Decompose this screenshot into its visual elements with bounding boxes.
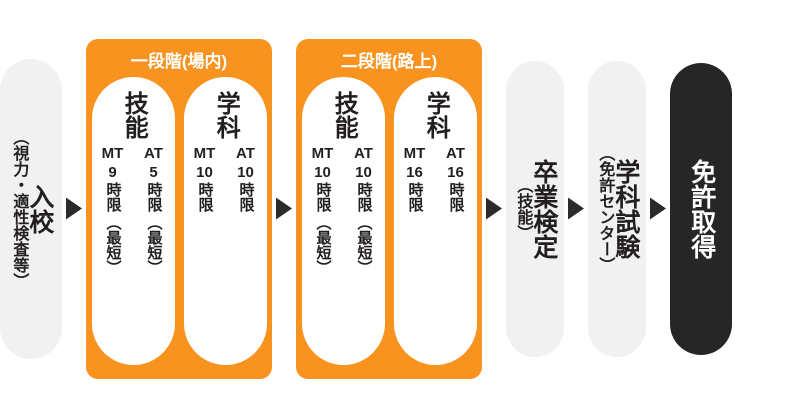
node-stage-1: 一段階(場内) 技能 MT 9 時限 （最短） AT 5 時限 （最短） — [86, 38, 272, 379]
transmission-label: MT — [403, 144, 426, 162]
hours-value: 10 — [237, 164, 254, 182]
stage-2-academic-at: AT 16 時限 — [435, 145, 476, 216]
graduation-exam-sub-label: （技能） — [514, 176, 532, 241]
hours-value: 16 — [406, 164, 423, 182]
arrow-written-exam-to-license — [650, 197, 666, 220]
stage-1-academic-columns: MT 10 時限 AT 10 時限 — [184, 145, 267, 216]
written-exam-main-label: 学科試験 — [611, 158, 640, 259]
hours-note: （最短） — [145, 215, 163, 276]
transmission-label: MT — [193, 144, 216, 162]
license-main-label: 免許取得 — [687, 158, 716, 259]
stage-1-skill-mt: MT 9 時限 （最短） — [92, 145, 133, 276]
transmission-label: AT — [236, 144, 255, 162]
stage-1-body: 技能 MT 9 時限 （最短） AT 5 時限 （最短） — [91, 76, 267, 365]
transmission-label: AT — [144, 144, 163, 162]
stage-2-academic-columns: MT 16 時限 AT 16 時限 — [394, 145, 477, 216]
entry-main-label: 入校 — [25, 183, 54, 234]
written-exam-text-stack: 学科試験 （免許センター） — [596, 61, 640, 357]
stage-2-skill-at: AT 10 時限 （最短） — [343, 145, 384, 276]
hours-value: 10 — [355, 164, 372, 182]
hours-unit: 時限 — [237, 182, 255, 213]
hours-unit: 時限 — [104, 182, 122, 213]
arrow-entry-to-stage1 — [66, 197, 82, 220]
stage-2-title: 二段階(路上) — [340, 51, 438, 71]
hours-value: 5 — [149, 164, 158, 182]
stage-1-academic-title: 学科 — [212, 90, 240, 139]
transmission-label: AT — [354, 144, 373, 162]
hours-note: （最短） — [355, 215, 373, 276]
stage-1-academic-at: AT 10 時限 — [225, 145, 266, 216]
hours-unit: 時限 — [196, 182, 214, 213]
stage-2-academic-pill: 学科 MT 16 時限 AT 16 時限 — [393, 76, 477, 365]
node-entry: 入校 （視力・適性検査等） — [0, 58, 62, 359]
hours-unit: 時限 — [447, 182, 465, 213]
hours-unit: 時限 — [406, 182, 424, 213]
arrow-graduation-exam-to-written-exam — [568, 197, 584, 220]
stage-2-academic-title: 学科 — [422, 90, 450, 139]
hours-value: 10 — [196, 164, 213, 182]
stage-1-skill-at: AT 5 時限 （最短） — [133, 145, 174, 276]
arrow-stage2-to-graduation-exam — [486, 197, 502, 220]
graduation-exam-text-stack: 卒業検定 （技能） — [514, 61, 558, 357]
node-license-acquired: 免許取得 — [670, 62, 732, 355]
entry-text-stack: 入校 （視力・適性検査等） — [10, 59, 54, 359]
stage-1-skill-pill: 技能 MT 9 時限 （最短） AT 5 時限 （最短） — [91, 76, 175, 365]
stage-1-academic-pill: 学科 MT 10 時限 AT 10 時限 — [183, 76, 267, 365]
stage-2-body: 技能 MT 10 時限 （最短） AT 10 時限 （最短） — [301, 76, 477, 365]
hours-value: 9 — [108, 164, 117, 182]
hours-value: 10 — [314, 164, 331, 182]
license-text-stack: 免許取得 — [687, 63, 716, 355]
transmission-label: MT — [101, 144, 124, 162]
graduation-exam-main-label: 卒業検定 — [529, 158, 558, 259]
stage-2-skill-columns: MT 10 時限 （最短） AT 10 時限 （最短） — [302, 145, 385, 276]
hours-unit: 時限 — [355, 182, 373, 213]
stage-1-academic-mt: MT 10 時限 — [184, 145, 225, 216]
written-exam-sub-label: （免許センター） — [596, 144, 614, 273]
hours-value: 16 — [447, 164, 464, 182]
arrow-stage1-to-stage2 — [276, 197, 292, 220]
hours-note: （最短） — [314, 215, 332, 276]
entry-sub-label: （視力・適性検査等） — [10, 128, 28, 289]
stage-2-skill-pill: 技能 MT 10 時限 （最短） AT 10 時限 （最短） — [301, 76, 385, 365]
stage-2-skill-mt: MT 10 時限 （最短） — [302, 145, 343, 276]
stage-1-skill-title: 技能 — [120, 90, 148, 139]
node-stage-2: 二段階(路上) 技能 MT 10 時限 （最短） AT 10 時限 （最短） — [296, 38, 482, 379]
node-written-exam: 学科試験 （免許センター） — [588, 60, 646, 357]
stage-1-skill-columns: MT 9 時限 （最短） AT 5 時限 （最短） — [92, 145, 175, 276]
stage-2-skill-title: 技能 — [330, 90, 358, 139]
node-graduation-exam: 卒業検定 （技能） — [506, 60, 564, 357]
hours-note: （最短） — [104, 215, 122, 276]
hours-unit: 時限 — [314, 182, 332, 213]
stage-2-academic-mt: MT 16 時限 — [394, 145, 435, 216]
transmission-label: MT — [311, 144, 334, 162]
stage-1-title: 一段階(場内) — [130, 51, 228, 71]
hours-unit: 時限 — [145, 182, 163, 213]
transmission-label: AT — [446, 144, 465, 162]
